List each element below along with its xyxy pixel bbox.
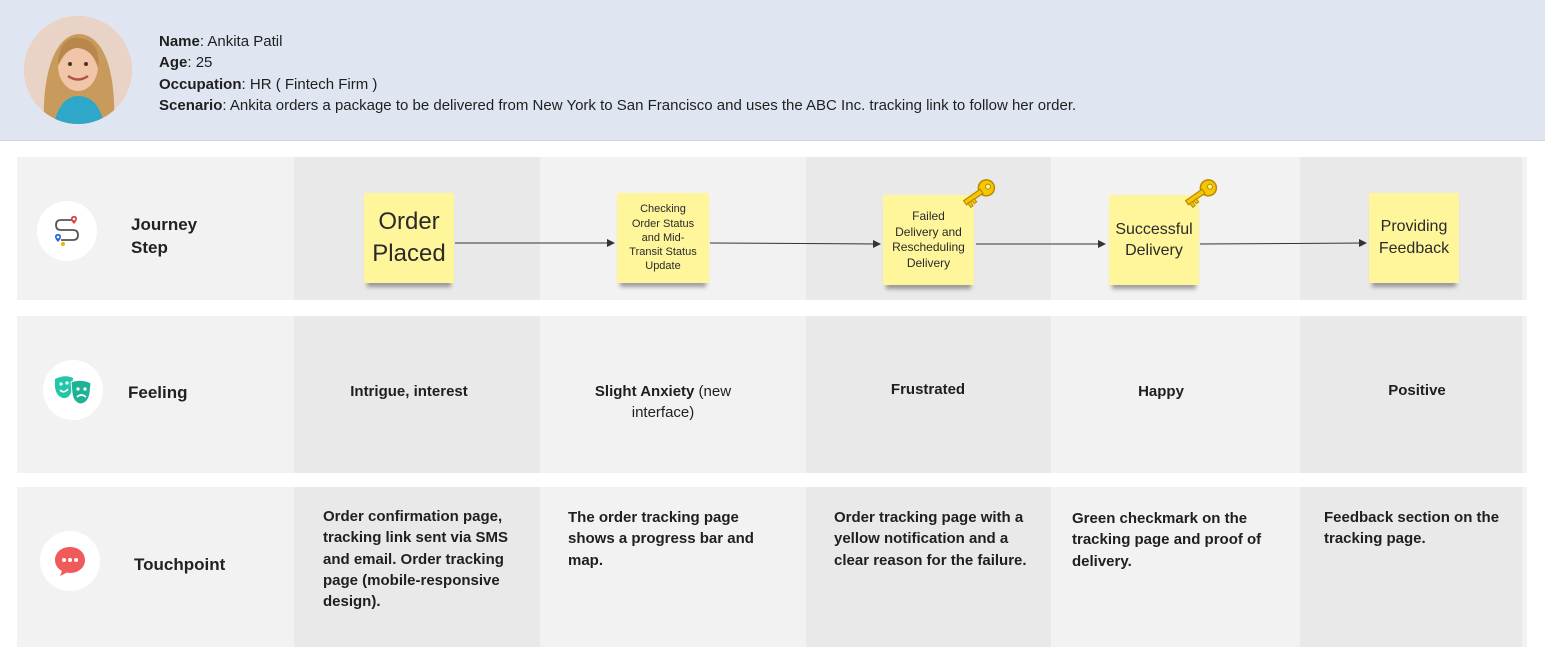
row-label-touchpoint: Touchpoint <box>134 555 226 574</box>
feeling-text: Positive <box>1357 380 1477 401</box>
occupation-label: Occupation <box>159 75 242 93</box>
step-label: Failed Delivery and Rescheduling Deliver… <box>892 209 965 270</box>
theater-masks-icon <box>43 360 103 420</box>
touchpoint-row-band <box>17 487 1527 647</box>
step-label: Checking Order Status and Mid- Transit S… <box>629 203 697 273</box>
touchpoint-text: Order tracking page with a yellow notifi… <box>834 509 1027 569</box>
persona-name-row: Name: Ankita Patil <box>159 33 283 50</box>
feeling-text: Happy <box>1101 381 1221 402</box>
feeling-text: Intrigue, interest <box>330 381 488 402</box>
row-label-journey-step: Journey Step <box>131 215 198 257</box>
feeling-detail: (new interface) <box>631 383 732 421</box>
persona-scenario: Ankita orders a package to be delivered … <box>229 96 1077 114</box>
touchpoint-text: Feedback section on the tracking page. <box>1324 509 1500 548</box>
column-shade <box>1300 487 1522 647</box>
feeling-row-band <box>17 316 1527 473</box>
sticky-note-step: Checking Order Status and Mid- Transit S… <box>617 193 709 283</box>
journey-row-band <box>17 157 1527 300</box>
scenario-label: Scenario <box>159 96 223 114</box>
persona-name: Ankita Patil <box>207 33 283 50</box>
column-shade <box>806 487 1051 647</box>
sticky-note-step: Order Placed <box>364 193 454 283</box>
sticky-note-step: Failed Delivery and Rescheduling Deliver… <box>883 195 974 285</box>
feeling-bold: Frustrated <box>890 381 966 398</box>
step-label: Order Placed <box>372 208 446 267</box>
key-icon <box>958 175 1000 216</box>
persona-age-row: Age: 25 <box>159 54 213 72</box>
persona-occupation-row: Occupation: HR ( Fintech Firm ) <box>159 75 378 93</box>
persona-scenario-row: Scenario: Ankita orders a package to be … <box>159 96 1077 114</box>
sticky-note-step: Successful Delivery <box>1109 195 1199 285</box>
route-pin-icon <box>37 201 97 261</box>
row-label-feeling: Feeling <box>128 383 188 402</box>
feeling-bold: Intrigue, interest <box>350 383 468 400</box>
column-shade <box>806 316 1051 473</box>
touchpoint-text: Green checkmark on the tracking page and… <box>1072 510 1262 570</box>
name-label: Name <box>159 33 200 50</box>
column-shade <box>1300 316 1522 473</box>
step-label: Successful Delivery <box>1115 220 1193 260</box>
feeling-text: Frustrated <box>868 379 988 400</box>
touchpoint-text: Order confirmation page, tracking link s… <box>323 508 509 611</box>
age-label: Age <box>159 54 188 72</box>
persona-age: 25 <box>195 54 213 72</box>
persona-details: Name: Ankita Patil Age: 25 Occupation: H… <box>159 31 1076 116</box>
step-label: Providing Feedback <box>1378 218 1450 257</box>
persona-occupation: HR ( Fintech Firm ) <box>249 75 378 93</box>
feeling-bold: Slight Anxiety <box>594 383 695 400</box>
column-shade <box>294 316 540 473</box>
chat-bubble-icon <box>40 531 100 591</box>
persona-header: Name: Ankita Patil Age: 25 Occupation: H… <box>0 0 1545 141</box>
column-shade <box>294 487 540 647</box>
sticky-note-step: Providing Feedback <box>1369 193 1459 283</box>
touchpoint-text: The order tracking page shows a progress… <box>568 509 754 569</box>
key-icon <box>1180 175 1222 216</box>
feeling-text: Slight Anxiety (new interface) <box>585 381 741 423</box>
persona-avatar <box>24 16 132 124</box>
feeling-bold: Happy <box>1138 383 1184 400</box>
feeling-bold: Positive <box>1388 382 1446 399</box>
